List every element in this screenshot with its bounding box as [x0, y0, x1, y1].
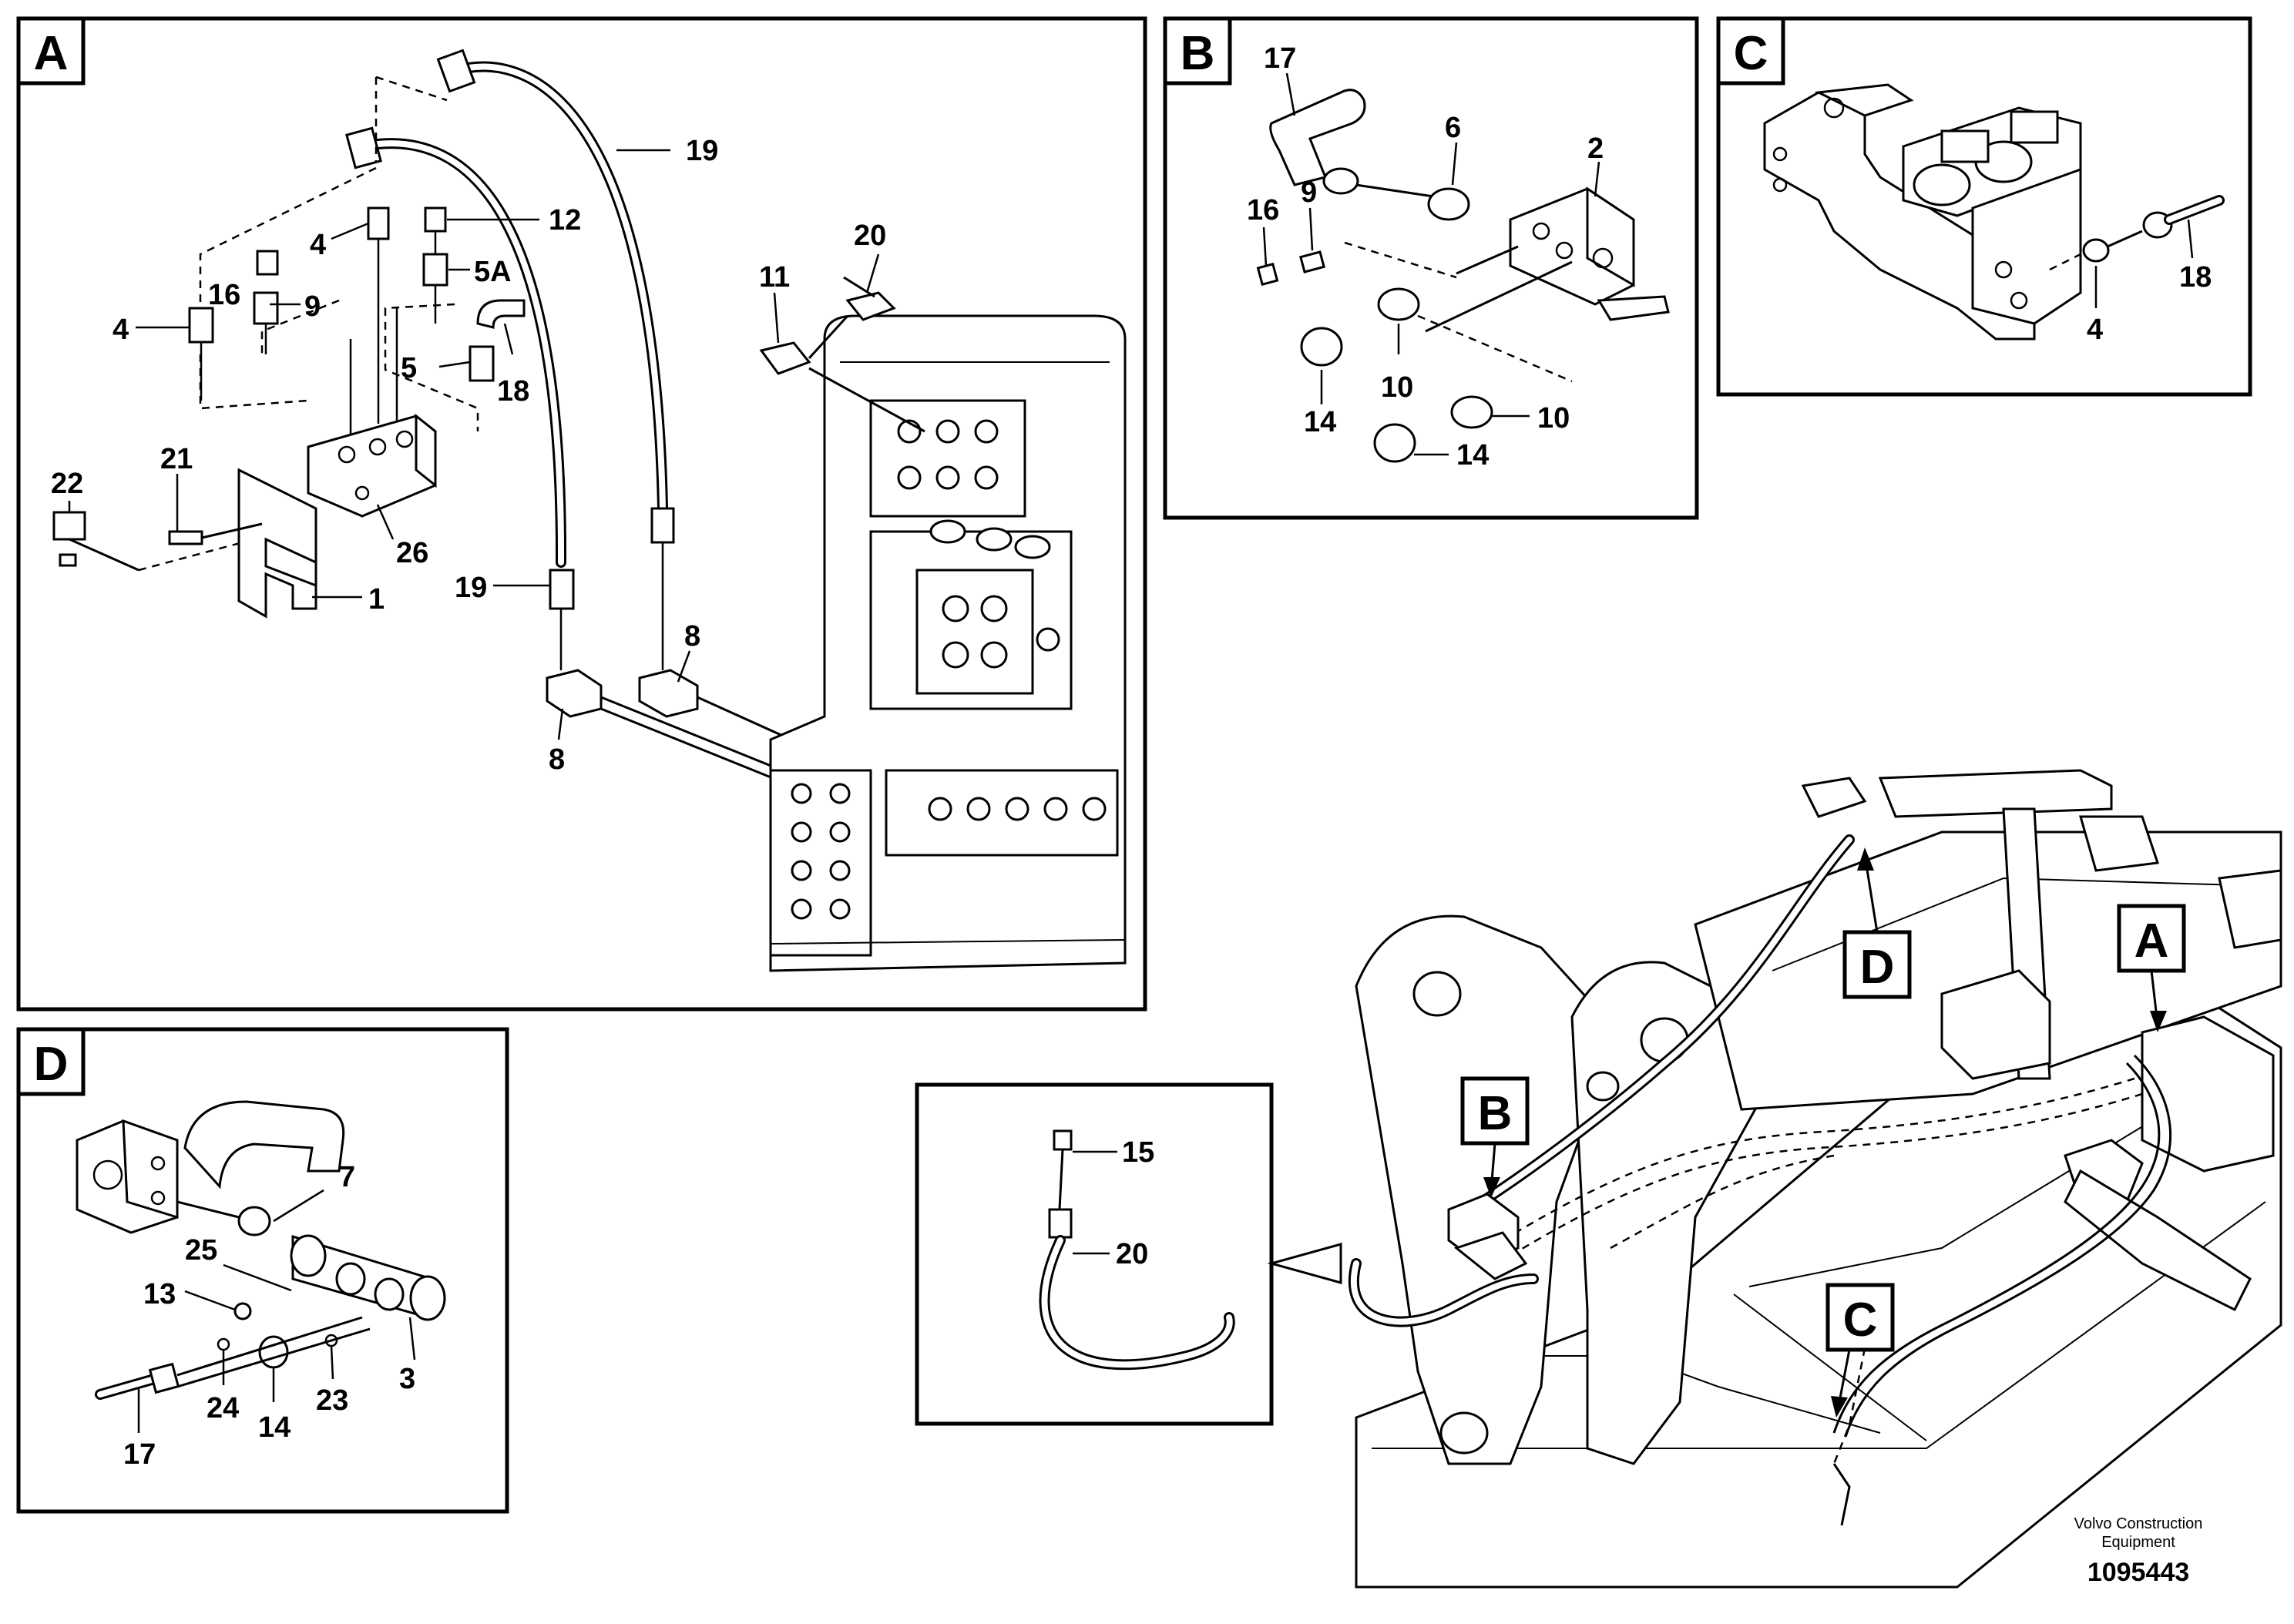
callout: 5A: [474, 256, 512, 288]
callout: 7: [339, 1161, 355, 1193]
valve-block-icon: [76, 1100, 345, 1234]
callout: 6: [1445, 112, 1461, 144]
panel-b: B: [1163, 16, 1699, 520]
detail-hose: 15 20: [915, 1082, 1342, 1426]
fitting-icon: [95, 1200, 446, 1400]
overview-label-a: A: [2117, 904, 2186, 1032]
overview-label-a-text: A: [2134, 914, 2169, 968]
valve-block-icon: [759, 276, 1127, 972]
panel-c-label: C: [1734, 27, 1768, 80]
callout: 16: [208, 279, 240, 311]
doc-number: 1095443: [2087, 1558, 2189, 1587]
overview-label-b: B: [1460, 1076, 1530, 1198]
callout: 15: [1122, 1136, 1154, 1169]
callout: 14: [258, 1411, 291, 1444]
callout: 14: [1456, 439, 1489, 471]
valve-block-icon: [52, 413, 437, 619]
callout: 18: [497, 375, 529, 408]
callout: 26: [396, 537, 428, 569]
fitting-icon: [791, 419, 1107, 920]
callout: 9: [1301, 176, 1317, 209]
callout: 24: [207, 1392, 239, 1424]
callout: 19: [455, 572, 487, 604]
callout: 4: [2087, 314, 2103, 346]
panel-c-label-box: C: [1716, 16, 1785, 86]
panel-d: D: [16, 1027, 509, 1514]
callout: 4: [113, 314, 129, 346]
callout: 12: [549, 204, 581, 237]
callout: 19: [686, 135, 718, 167]
brand-line-2: Equipment: [2101, 1534, 2175, 1551]
panel-a: A: [16, 16, 1147, 1012]
fitting-icon: [188, 206, 526, 439]
panel-d-label: D: [34, 1038, 69, 1091]
overview-label-d: D: [1842, 847, 1912, 999]
panel-b-label: B: [1181, 27, 1215, 80]
overview-label-c-text: C: [1843, 1293, 1878, 1347]
fitting-icon: [2049, 195, 2225, 271]
callout: 21: [160, 443, 193, 475]
valve-block-icon: [1763, 83, 2082, 341]
callout: 20: [854, 220, 886, 252]
overview-label-c: C: [1825, 1283, 1895, 1418]
callout: 9: [304, 290, 321, 323]
callout: 20: [1116, 1238, 1148, 1270]
callout: 23: [316, 1384, 348, 1417]
callout: 2: [1587, 133, 1604, 165]
panel-b-label-box: B: [1163, 16, 1232, 86]
callout: 11: [759, 261, 790, 294]
callout: 3: [399, 1363, 415, 1395]
callout: 10: [1381, 371, 1413, 404]
fitting-icon: [1256, 241, 1573, 463]
callout: 1: [368, 583, 385, 616]
callout: 14: [1304, 406, 1336, 438]
hydraulic-hose-icon: [345, 49, 675, 670]
callout: 17: [123, 1438, 156, 1471]
panel-d-label-box: D: [16, 1027, 86, 1096]
callout: 8: [549, 743, 565, 776]
overview-label-b-text: B: [1478, 1087, 1513, 1140]
panel-a-label-box: A: [16, 16, 86, 86]
valve-block-icon: [1425, 186, 1670, 333]
callout: 16: [1247, 194, 1279, 226]
callout: 17: [1264, 42, 1296, 75]
hydraulic-hose-icon: [1039, 1129, 1235, 1371]
callout: 22: [51, 468, 83, 500]
callout: 13: [143, 1278, 176, 1310]
excavator-overview-icon: [1348, 769, 2282, 1589]
callout: 25: [185, 1234, 217, 1267]
brand-line-1: Volvo Construction: [2074, 1515, 2203, 1532]
callout: 5: [401, 352, 417, 384]
callout: 10: [1537, 402, 1570, 435]
callout: 18: [2179, 261, 2212, 294]
panel-c: C 4 18: [1716, 16, 2252, 397]
panel-a-label: A: [34, 27, 69, 80]
callout: 8: [684, 620, 700, 653]
callout: 4: [310, 229, 326, 261]
overview-label-d-text: D: [1860, 941, 1895, 994]
